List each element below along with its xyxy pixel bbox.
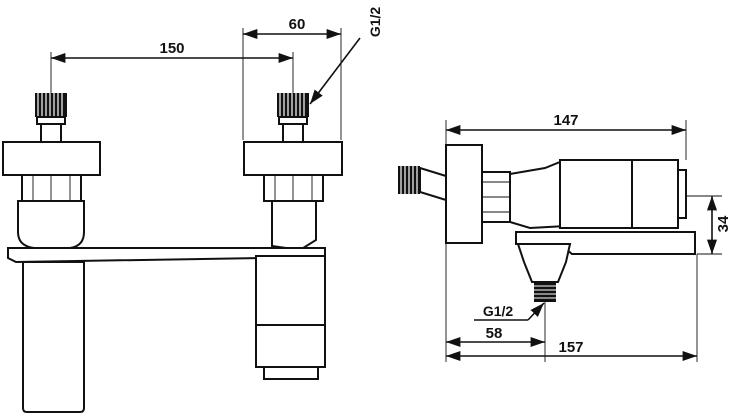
dim-center-distance: 150: [159, 40, 184, 57]
right-escutcheon: [243, 141, 343, 176]
side-inlet-thread: [398, 166, 447, 202]
side-cartridge: [559, 159, 687, 229]
right-body: [271, 200, 317, 252]
right-cartridge: [255, 255, 326, 380]
left-outlet: [22, 261, 85, 413]
side-escutcheon: [445, 144, 483, 244]
front-thread-label: G1/2: [367, 7, 383, 38]
front-dimensions: 150 60 G1/2: [50, 7, 383, 140]
side-view: 147 34 G1/2 58 157: [398, 112, 732, 362]
dim-depth-total: 157: [558, 339, 583, 356]
dim-depth-top: 147: [553, 112, 578, 129]
left-inlet-thread: [35, 93, 67, 143]
side-outlet: [516, 243, 572, 302]
dim-height: 34: [715, 215, 732, 232]
dim-offset: 60: [289, 16, 306, 33]
right-inlet-thread: [277, 93, 309, 143]
side-dimensions: 147 34 G1/2 58 157: [445, 112, 732, 362]
front-view: 150 60 G1/2: [2, 7, 383, 413]
left-escutcheon: [2, 141, 101, 176]
left-body: [17, 200, 85, 249]
side-nut: [481, 171, 511, 223]
dim-outlet: 58: [486, 325, 503, 342]
right-nut: [263, 174, 324, 202]
side-spout: [515, 231, 696, 255]
side-body: [509, 161, 567, 230]
left-nut: [21, 174, 82, 202]
side-thread-label: G1/2: [483, 303, 514, 319]
